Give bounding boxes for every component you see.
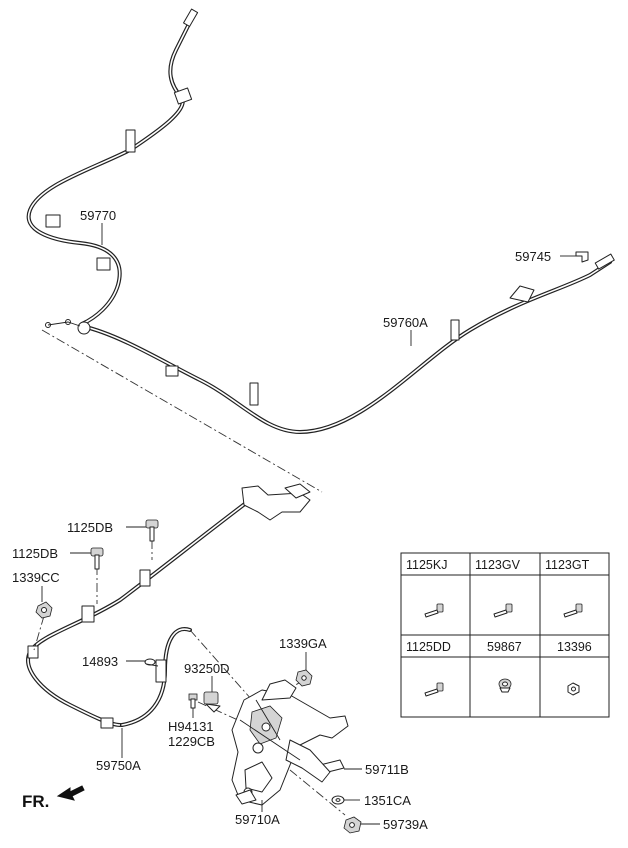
bolt-1125db-upper bbox=[145, 519, 159, 542]
table-header-1123gt: 1123GT bbox=[545, 558, 590, 572]
washer-1351ca bbox=[331, 795, 345, 805]
bolt-1125db-lower bbox=[90, 547, 104, 570]
callout-93250d: 93250D bbox=[184, 661, 230, 676]
connection-line-upper bbox=[41, 329, 323, 493]
nut-13396-icon bbox=[567, 682, 580, 696]
callout-59760a: 59760A bbox=[383, 315, 428, 330]
parts-table: 1125KJ 1123GV 1123GT 1125DD 59867 13396 bbox=[400, 552, 610, 718]
cable-59750a bbox=[26, 483, 311, 729]
bolt-1125kj-icon bbox=[424, 603, 444, 618]
connection-line-cable-end bbox=[189, 629, 253, 701]
connection-line-nut bbox=[33, 615, 45, 651]
screw-h94131 bbox=[188, 693, 198, 709]
switch-93250d bbox=[203, 691, 221, 713]
callout-1125db-upper: 1125DB bbox=[67, 520, 113, 535]
table-header-59867: 59867 bbox=[487, 640, 522, 654]
callout-59750a: 59750A bbox=[96, 758, 141, 773]
bolt-1123gt-icon bbox=[563, 603, 583, 618]
cable-59760a bbox=[45, 253, 615, 434]
table-header-1125kj: 1125KJ bbox=[406, 558, 447, 572]
callout-59711b: 59711B bbox=[365, 762, 409, 777]
front-arrow-icon bbox=[56, 785, 85, 801]
clip-59745 bbox=[575, 251, 589, 263]
pedal-assembly-59710a bbox=[231, 679, 349, 806]
callout-1229cb: 1229CB bbox=[168, 734, 215, 749]
callout-1339cc: 1339CC bbox=[12, 570, 60, 585]
callout-1339ga: 1339GA bbox=[279, 636, 327, 651]
nut-1339cc bbox=[35, 601, 53, 619]
callout-59745: 59745 bbox=[515, 249, 551, 264]
clip-59867-icon bbox=[498, 678, 512, 693]
table-header-1125dd: 1125DD bbox=[406, 640, 451, 654]
callout-1351ca: 1351CA bbox=[364, 793, 411, 808]
table-header-13396: 13396 bbox=[557, 640, 592, 654]
front-label: FR. bbox=[22, 792, 49, 811]
front-direction-indicator: FR. bbox=[22, 785, 85, 811]
bolt-1125dd-icon bbox=[424, 682, 444, 697]
callout-1125db-lower: 1125DB bbox=[12, 546, 58, 561]
callout-59710a: 59710A bbox=[235, 812, 280, 827]
callout-h94131: H94131 bbox=[168, 719, 214, 734]
callout-59770: 59770 bbox=[80, 208, 116, 223]
grommet-14893 bbox=[144, 658, 159, 667]
connection-line-washer bbox=[289, 769, 346, 816]
cable-59770 bbox=[26, 8, 199, 326]
nut-59739a bbox=[343, 816, 362, 834]
callout-59739a: 59739A bbox=[383, 817, 428, 832]
bolt-1123gv-icon bbox=[493, 603, 513, 618]
callout-14893: 14893 bbox=[82, 654, 118, 669]
table-header-1123gv: 1123GV bbox=[475, 558, 521, 572]
